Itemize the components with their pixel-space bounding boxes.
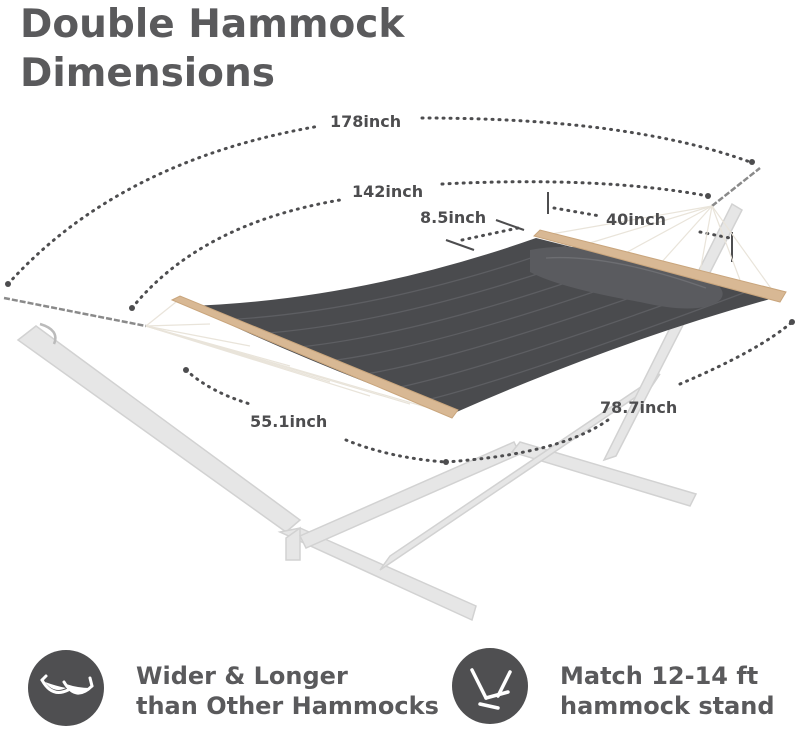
arc-total-length: [6, 124, 322, 286]
feature-1-line-1: Wider & Longer: [136, 662, 348, 690]
arc-spreader-gap: [460, 226, 520, 242]
label-pillow-width: 40inch: [606, 210, 667, 229]
feature-stand-fit: Match 12-14 ft hammock stand: [560, 661, 775, 721]
arc-bed-length-right: [440, 180, 710, 198]
arc-bed-length: [130, 198, 342, 310]
arc-bed-span-right: [678, 320, 794, 386]
pillow: [530, 246, 723, 309]
two-hammocks-icon: [28, 650, 104, 726]
title-line-2: Dimensions: [20, 51, 275, 96]
label-bed-span: 78.7inch: [600, 398, 678, 417]
arc-bed-span: [444, 418, 610, 464]
dimension-arcs: [6, 116, 794, 464]
right-chain: [711, 167, 761, 207]
title-line-1: Double Hammock: [20, 2, 405, 47]
dimension-ticks: [445, 192, 733, 262]
label-bed-width: 55.1inch: [250, 412, 328, 431]
hammock-bed: [190, 238, 774, 414]
label-bed-length: 142inch: [352, 182, 424, 201]
spreader-bars: [170, 229, 787, 419]
label-spreader-gap: 8.5inch: [420, 208, 487, 227]
hammock-illustration: [3, 116, 795, 622]
arc-pillow-width-right: [698, 230, 732, 240]
right-ropes: [539, 205, 776, 295]
arc-bed-width: [184, 368, 252, 406]
feature-2-line-2: hammock stand: [560, 692, 775, 720]
hammock-stand: [16, 202, 743, 622]
hammock-stand-icon: [452, 648, 528, 724]
feature-1-line-2: than Other Hammocks: [136, 692, 439, 720]
dimension-endpoints: [5, 159, 795, 465]
feature-wider-longer: Wider & Longer than Other Hammocks: [136, 661, 439, 721]
label-total-length: 178inch: [330, 112, 402, 131]
feature-2-line-1: Match 12-14 ft: [560, 662, 759, 690]
arc-pillow-width: [552, 206, 602, 218]
arc-total-length-right: [420, 116, 752, 164]
arc-bed-span-left: [344, 438, 448, 464]
page-title: Double Hammock Dimensions: [20, 0, 404, 98]
left-ropes: [145, 301, 451, 415]
left-chain: [3, 296, 147, 345]
